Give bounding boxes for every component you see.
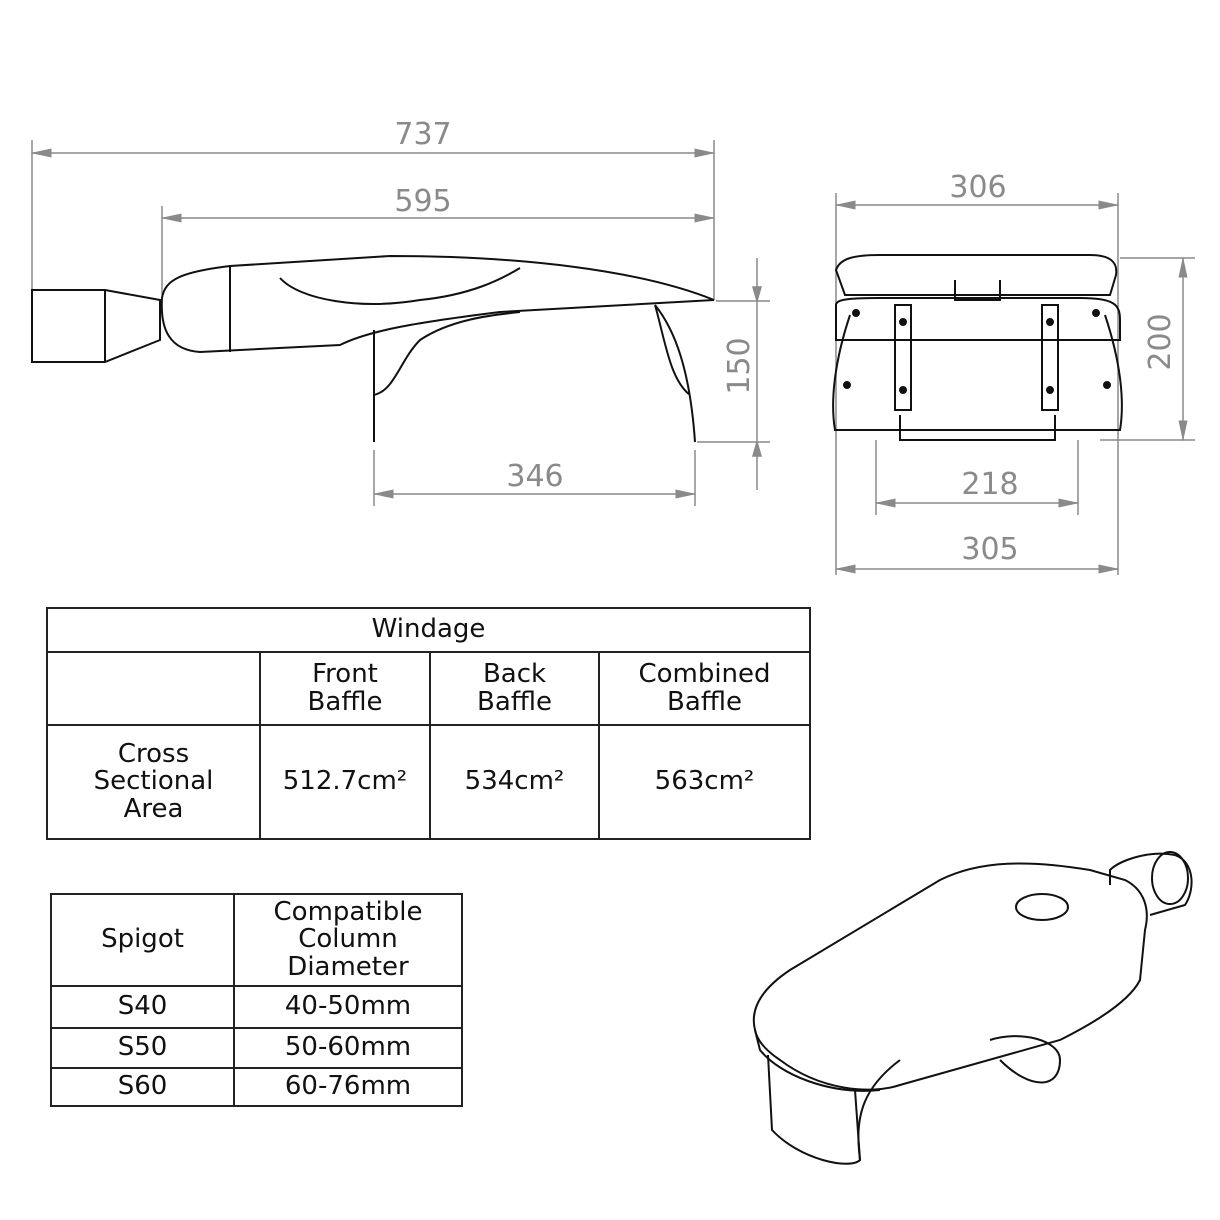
windage-title: Windage	[46, 607, 811, 653]
dim-306-label: 306	[949, 170, 1006, 205]
windage-value-back: 534cm²	[429, 724, 600, 840]
windage-header-back: Back Baffle	[429, 651, 600, 726]
dim-346-label: 346	[506, 459, 563, 494]
windage-header-empty	[46, 651, 261, 726]
diameter-header: Compatible Column Diameter	[233, 893, 463, 987]
dim-595-label: 595	[394, 184, 451, 219]
dim-305-label: 305	[961, 532, 1018, 567]
windage-table: Windage Front Baffle Back Baffle Combine…	[46, 607, 811, 840]
spigot-cell: S50	[50, 1027, 235, 1069]
dim-737-label: 737	[394, 117, 451, 152]
front-view	[832, 254, 1123, 441]
dim-218-label: 218	[961, 467, 1018, 502]
dimension-lines	[30, 140, 1195, 575]
spigot-header: Spigot	[50, 893, 235, 987]
dim-200-label: 200	[1143, 313, 1178, 370]
dim-150-label: 150	[722, 337, 757, 394]
spigot-cell: S60	[50, 1067, 235, 1107]
windage-row-label: Cross Sectional Area	[46, 724, 261, 840]
isometric-view	[752, 851, 1193, 1165]
side-view	[31, 254, 715, 443]
windage-header-combined: Combined Baffle	[598, 651, 811, 726]
spigot-cell: S40	[50, 985, 235, 1029]
diameter-cell: 60-76mm	[233, 1067, 463, 1107]
diameter-cell: 40-50mm	[233, 985, 463, 1029]
windage-value-front: 512.7cm²	[259, 724, 431, 840]
windage-header-front: Front Baffle	[259, 651, 431, 726]
diameter-cell: 50-60mm	[233, 1027, 463, 1069]
windage-value-combined: 563cm²	[598, 724, 811, 840]
